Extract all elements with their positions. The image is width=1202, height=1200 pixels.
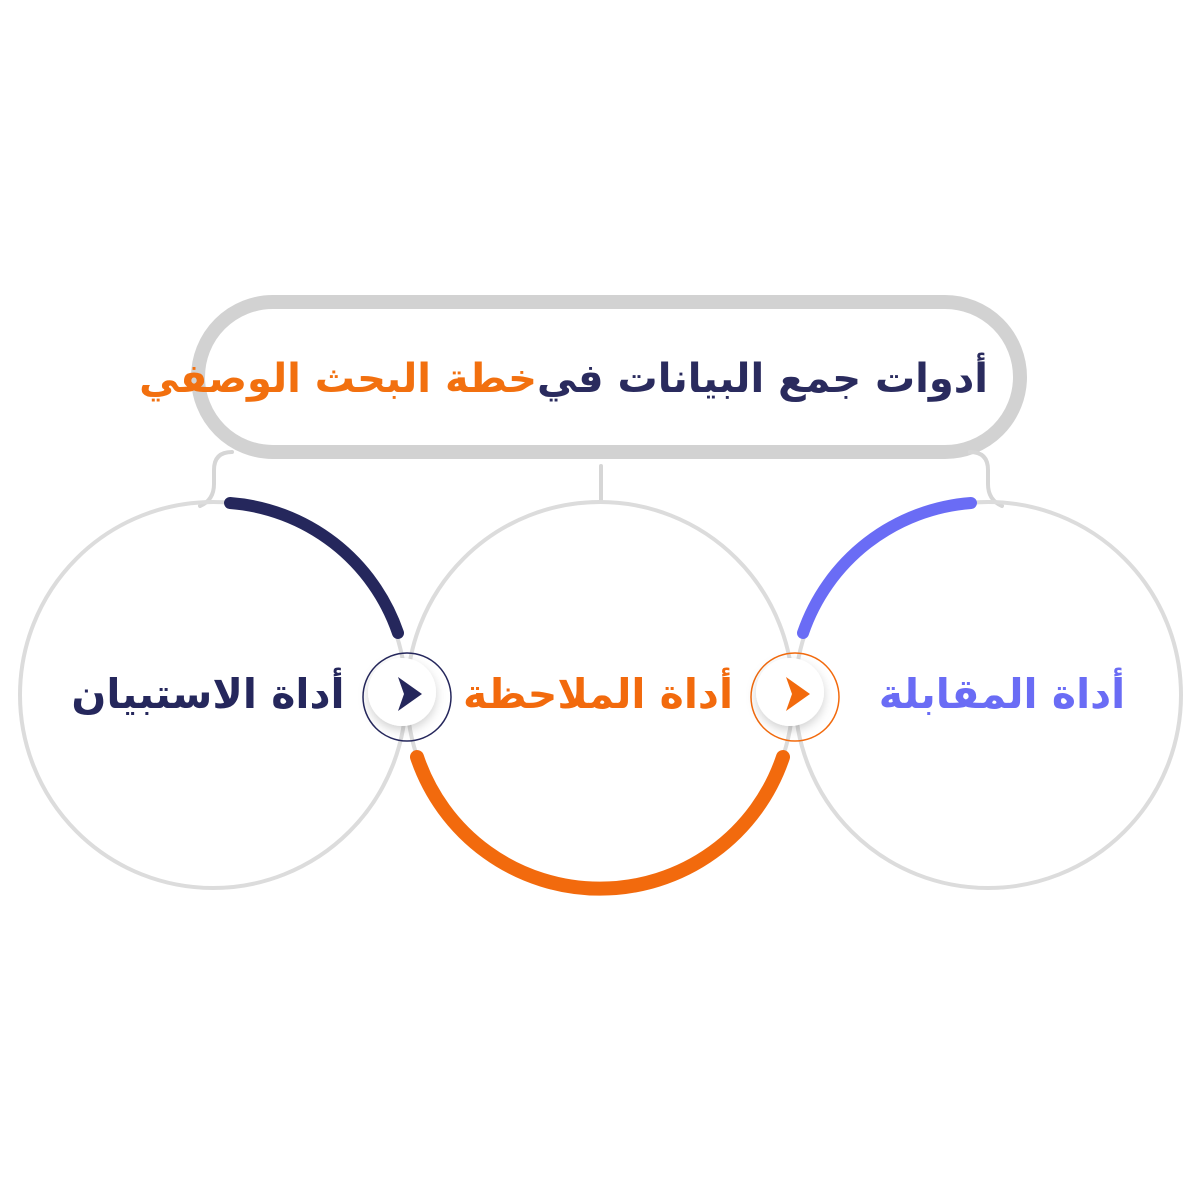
title-frame <box>191 295 1027 459</box>
page-title: أدوات جمع البيانات في خطة البحث الوصفي <box>139 352 988 402</box>
arrow-badge-left <box>362 652 452 742</box>
title-part-2: خطة البحث الوصفي <box>139 356 537 402</box>
node-label-interview: أداة المقابلة <box>879 667 1125 718</box>
chevron-right-icon <box>786 677 810 711</box>
node-label-observation: أداة الملاحظة <box>463 667 733 718</box>
connector-right <box>968 450 1004 508</box>
arc-interview <box>797 497 977 639</box>
chevron-right-icon <box>398 677 422 711</box>
node-label-questionnaire: أداة الاستبيان <box>71 667 344 718</box>
arrow-badge-right <box>750 652 840 742</box>
title-part-1: أدوات جمع البيانات في <box>537 352 988 402</box>
arc-questionnaire <box>224 497 404 639</box>
arc-observation <box>410 750 790 896</box>
